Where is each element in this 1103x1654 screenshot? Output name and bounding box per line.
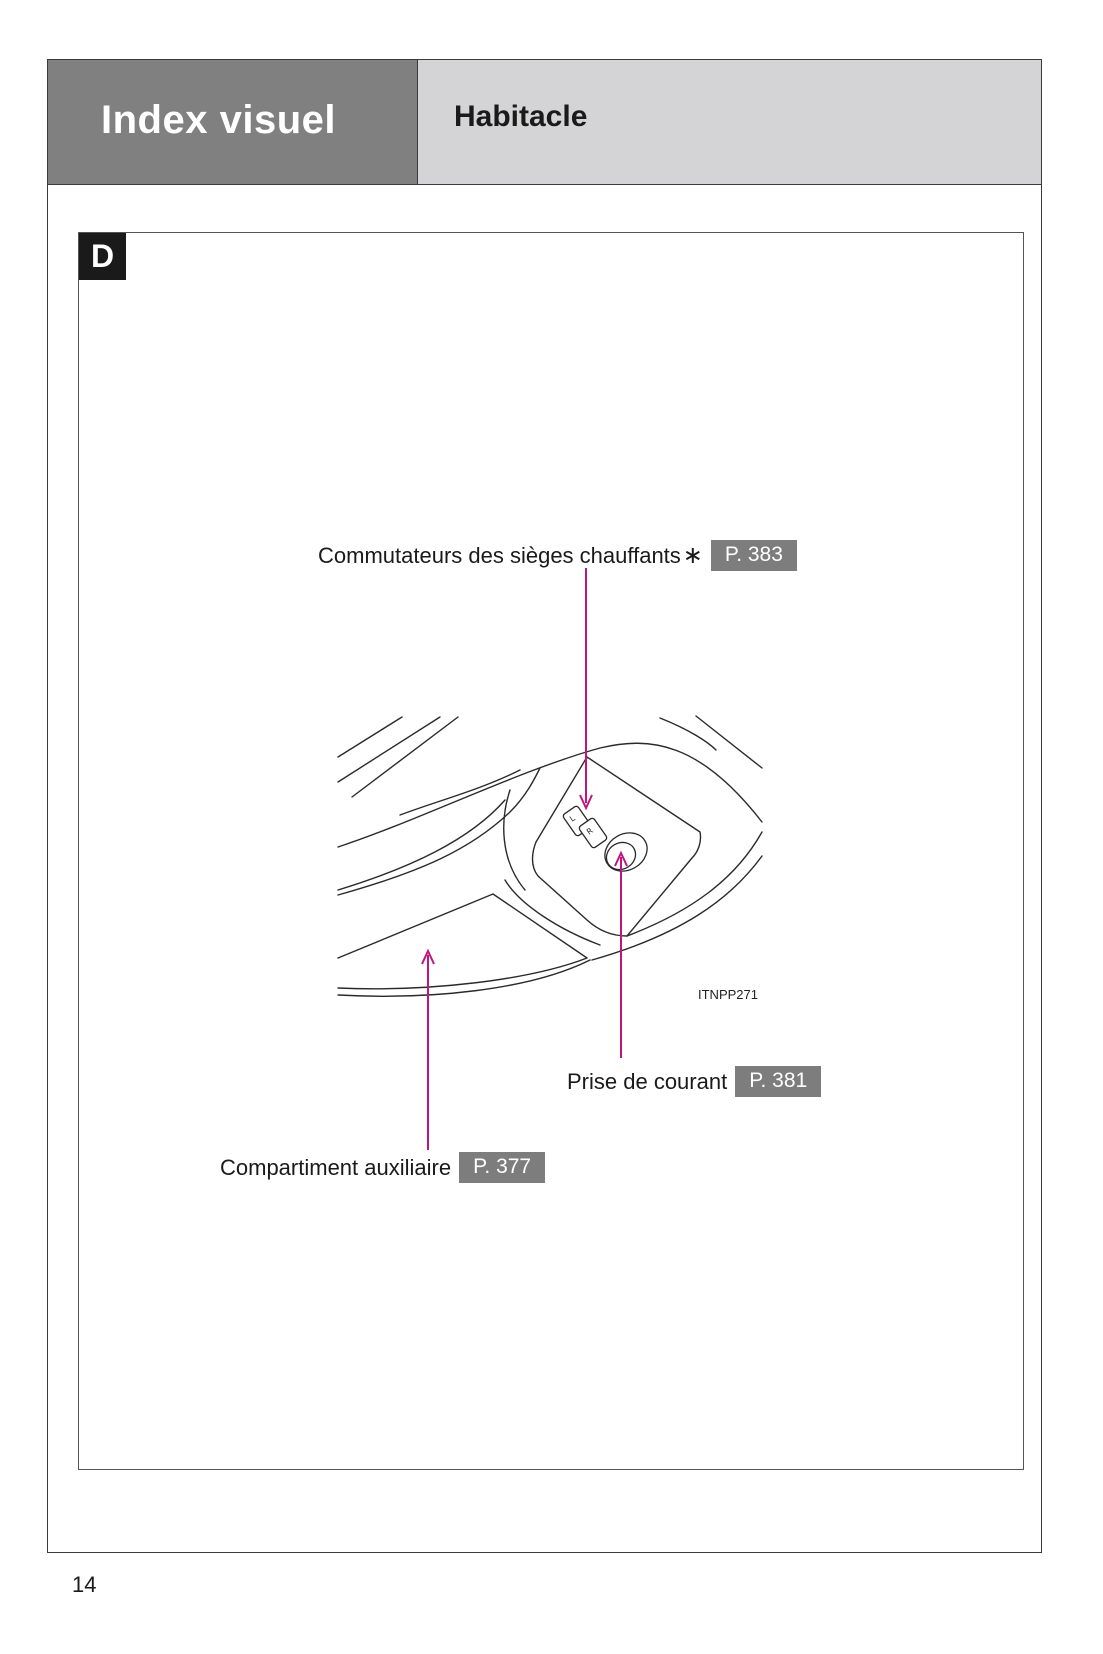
callout-aux-compartment-label: Compartiment auxiliaire xyxy=(220,1154,452,1180)
page-ref-power-outlet[interactable]: P. 381 xyxy=(735,1066,822,1097)
page-frame: Index visuel Habitacle xyxy=(47,59,1042,1553)
subsection-title: Habitacle xyxy=(454,100,588,133)
page-number: 14 xyxy=(72,1572,97,1597)
subsection-header: Habitacle xyxy=(418,60,1041,185)
image-code: ITNPP271 xyxy=(698,987,758,1002)
page-ref-aux-compartment[interactable]: P. 377 xyxy=(459,1152,546,1183)
illustration-panel: D xyxy=(78,232,1024,1470)
callout-heated-seats-label: Commutateurs des sièges chauffants xyxy=(318,542,681,568)
panel-letter-badge: D xyxy=(79,233,126,280)
footnote-asterisk: ∗ xyxy=(682,542,703,569)
page-ref-heated-seats[interactable]: P. 383 xyxy=(710,540,797,571)
callout-power-outlet-label: Prise de courant xyxy=(567,1068,728,1094)
callout-heated-seats: Commutateurs des sièges chauffants ∗ P. … xyxy=(318,540,797,571)
callout-aux-compartment: Compartiment auxiliaire P. 377 xyxy=(220,1152,546,1183)
section-header: Index visuel xyxy=(48,60,418,185)
section-title: Index visuel xyxy=(101,98,336,142)
callout-power-outlet: Prise de courant P. 381 xyxy=(567,1066,822,1097)
